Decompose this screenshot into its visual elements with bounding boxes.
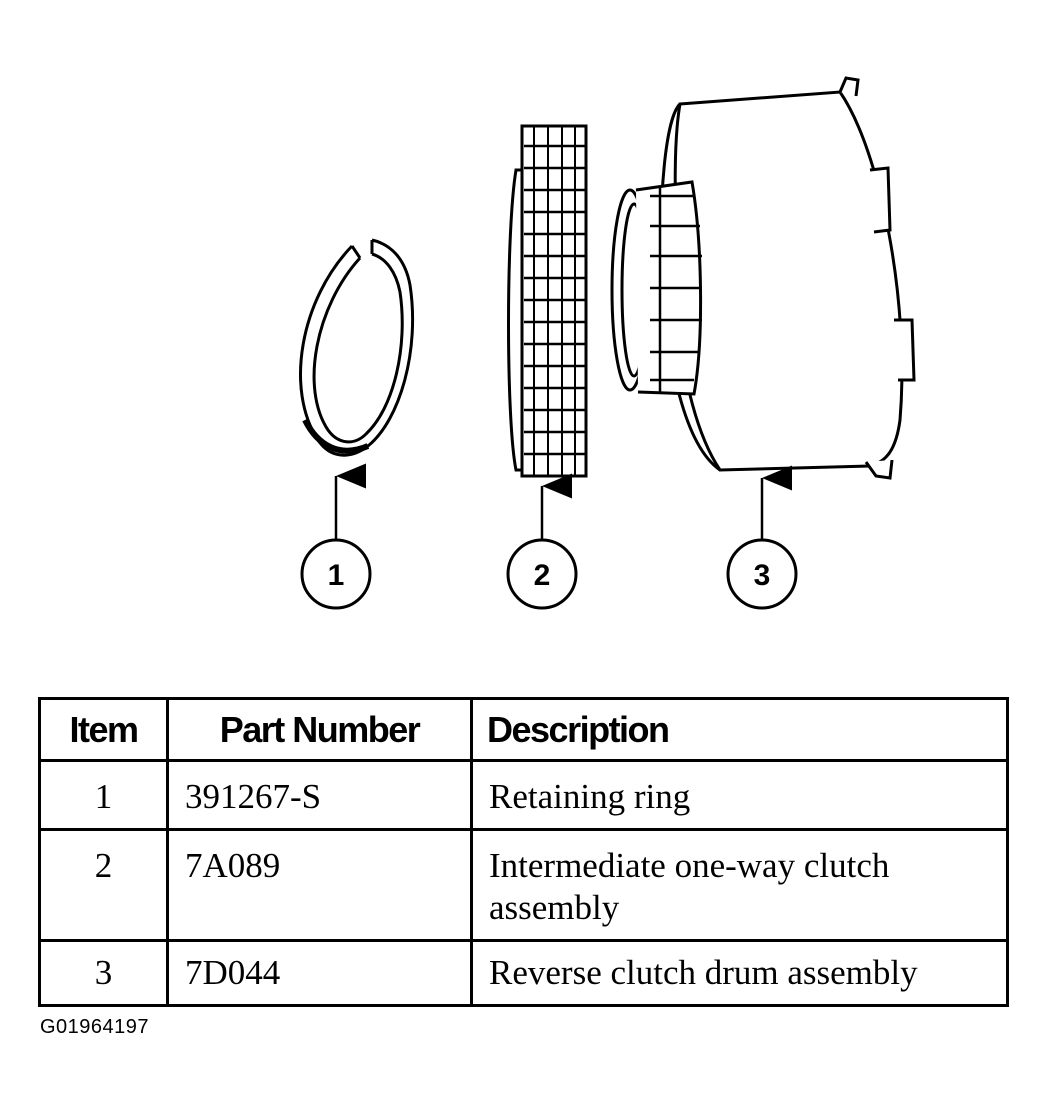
one-way-clutch-drawing <box>507 124 588 478</box>
header-item: Item <box>38 697 169 762</box>
header-description: Description <box>470 697 1009 762</box>
row-description: Reverse clutch drum assembly <box>470 939 1009 1007</box>
row-description: Intermediate one-way clutch assembly <box>470 828 1009 942</box>
table-header-row: Item Part Number Description <box>38 697 1009 762</box>
callout-2-label: 2 <box>534 559 551 592</box>
callout-3: 3 <box>726 538 798 610</box>
table-row: 2 7A089 Intermediate one-way clutch asse… <box>38 828 1009 942</box>
figure-code: G01964197 <box>40 1016 150 1038</box>
row-part-number: 7A089 <box>166 828 473 942</box>
header-part-number: Part Number <box>166 697 473 762</box>
row-part-number: 391267-S <box>166 759 473 831</box>
table-row: 3 7D044 Reverse clutch drum assembly <box>38 939 1009 1007</box>
callout-1: 1 <box>300 538 372 610</box>
table-row: 1 391267-S Retaining ring <box>38 759 1009 831</box>
callout-leaders <box>334 463 792 540</box>
callout-1-label: 1 <box>328 559 345 592</box>
row-description: Retaining ring <box>470 759 1009 831</box>
row-part-number: 7D044 <box>166 939 473 1007</box>
reverse-clutch-drum-drawing <box>610 76 916 480</box>
callout-3-label: 3 <box>754 559 771 592</box>
row-item: 2 <box>38 828 169 942</box>
row-item: 1 <box>38 759 169 831</box>
retaining-ring-drawing <box>299 238 415 457</box>
parts-table: Item Part Number Description 1 391267-S … <box>38 697 1009 1007</box>
exploded-parts-illustration: 1 2 3 <box>299 76 916 610</box>
callout-2: 2 <box>506 538 578 610</box>
row-item: 3 <box>38 939 169 1007</box>
